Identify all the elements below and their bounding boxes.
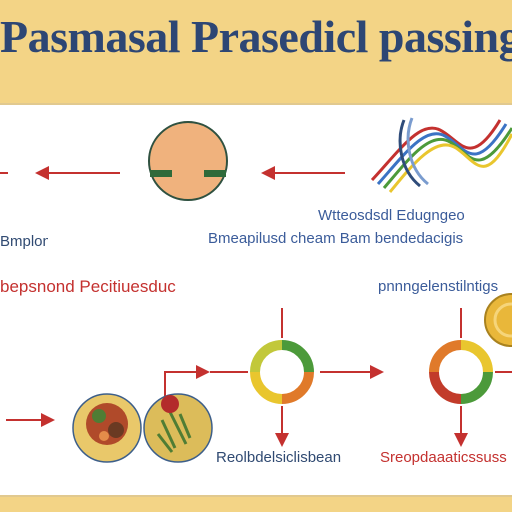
cell-icon: [148, 121, 228, 201]
left-label: Bmplon: [0, 233, 48, 250]
right-heading-label: pnnngelenstilntigs: [378, 278, 499, 295]
bottom-middle-label: Reolbdelsiclisbean: [216, 449, 342, 466]
cycle-ring-icon: [250, 340, 314, 404]
bottom-right-label: Sreopdaaaticssuss: [380, 449, 507, 466]
top-right-label-2: Bmeapilusd cheam Bam bendedacigis: [208, 230, 464, 247]
dna-helix-icon: [370, 117, 512, 193]
cell-colony-icon: [72, 393, 142, 463]
red-heading-label: bepsnond Pecitiuesduc: [0, 278, 176, 296]
page-title: Pasmasal Prasedicl passing: [0, 11, 512, 62]
gold-coin-icon: [484, 293, 512, 347]
cell-cluster-icon: [143, 393, 213, 463]
header-band: Pasmasal Prasedicl passing: [0, 0, 512, 84]
cycle-ring-icon: [429, 340, 493, 404]
arrow-bend: [164, 365, 210, 398]
top-right-label-1: Wtteosdsdl Edugngeo: [318, 207, 465, 224]
